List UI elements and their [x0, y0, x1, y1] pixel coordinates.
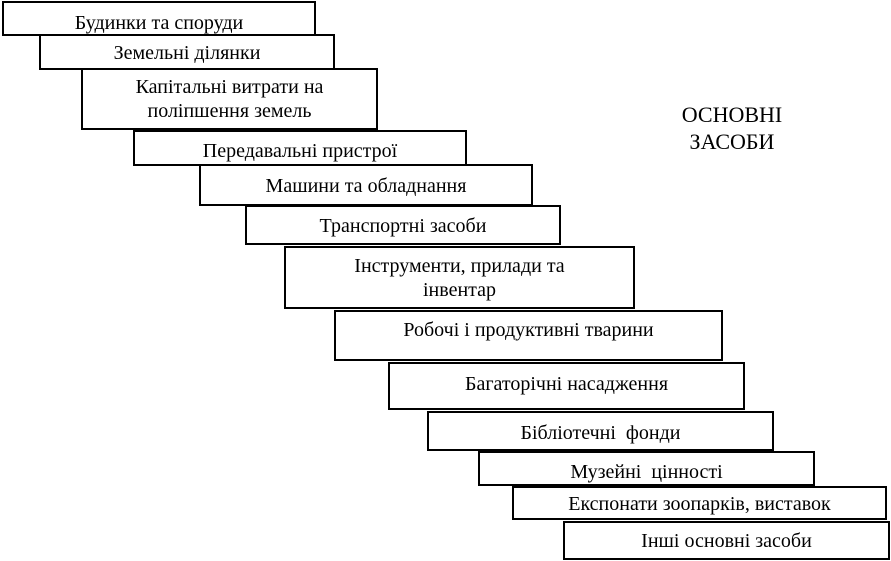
- step-label: Машини та обладнання: [265, 175, 467, 197]
- step-museum-values: Музейні цінності: [478, 451, 815, 486]
- step-land-plots: Земельні ділянки: [39, 34, 335, 70]
- step-label: Земельні ділянки: [113, 42, 261, 64]
- diagram-title-line2: ЗАСОБИ: [689, 129, 775, 154]
- step-exhibits: Експонати зоопарків, виставок: [512, 486, 887, 520]
- step-label: Багаторічні насадження: [464, 373, 669, 395]
- step-instruments: Інструменти, прилади та інвентар: [284, 246, 635, 309]
- step-label: Музейні цінності: [570, 461, 723, 483]
- diagram-title: ОСНОВНІ ЗАСОБИ: [652, 101, 812, 155]
- step-land-improvement: Капітальні витрати на поліпшення земель: [81, 68, 378, 130]
- step-label: Транспортні засоби: [319, 215, 487, 237]
- step-label: Експонати зоопарків, виставок: [568, 493, 831, 515]
- step-buildings: Будинки та споруди: [2, 1, 316, 36]
- step-label: Будинки та споруди: [74, 12, 244, 34]
- step-label: Інструменти, прилади та інвентар: [354, 255, 565, 301]
- step-label: Робочі і продуктивні тварини: [403, 319, 654, 341]
- step-label: Передавальні пристрої: [202, 140, 398, 162]
- step-perennial-plantings: Багаторічні насадження: [388, 362, 745, 410]
- step-machines: Машини та обладнання: [199, 164, 533, 206]
- step-label: Інші основні засоби: [641, 530, 812, 552]
- step-library-funds: Бібліотечні фонди: [427, 411, 774, 451]
- step-transmission-devices: Передавальні пристрої: [133, 130, 467, 166]
- step-animals: Робочі і продуктивні тварини: [334, 310, 723, 361]
- step-other-assets: Інші основні засоби: [563, 521, 890, 560]
- diagram-title-line1: ОСНОВНІ: [681, 102, 783, 127]
- step-label: Капітальні витрати на поліпшення земель: [135, 76, 324, 122]
- step-label: Бібліотечні фонди: [520, 422, 681, 444]
- step-vehicles: Транспортні засоби: [245, 205, 561, 245]
